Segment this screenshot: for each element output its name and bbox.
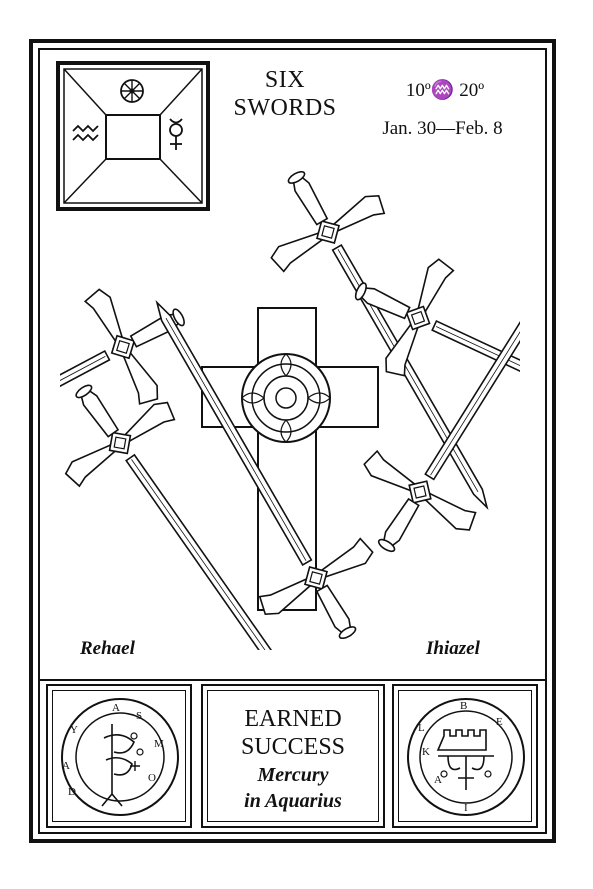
seal-right-letter-5: K bbox=[422, 746, 430, 758]
seal-left-letter-4: O bbox=[148, 772, 156, 784]
zodiac-degrees: 10º♒ 20º bbox=[405, 80, 485, 101]
seal-right-letter-4: I bbox=[464, 802, 468, 814]
date-range: Jan. 30—Feb. 8 bbox=[382, 118, 503, 139]
six-swords-illustration bbox=[60, 150, 520, 650]
seal-right-letter-2: E bbox=[496, 716, 503, 728]
card-title: SIX SWORDS bbox=[210, 66, 360, 122]
astrological-emblem bbox=[56, 61, 210, 211]
keyword-line2: SUCCESS bbox=[240, 734, 346, 760]
sword-3 bbox=[60, 260, 213, 552]
rose bbox=[241, 353, 331, 443]
seal-left-letter-6: A bbox=[62, 760, 70, 772]
seal-right-letter-3: L bbox=[418, 722, 425, 734]
seal-left-letter-7: Y bbox=[70, 724, 78, 736]
seal-box-right: B E L I K A bbox=[392, 684, 538, 828]
seal-right-letter-6: A bbox=[434, 774, 442, 786]
mercury-icon bbox=[169, 118, 183, 150]
angel-name-left: Rehael bbox=[80, 638, 135, 659]
card-title-line2: SWORDS bbox=[233, 95, 337, 121]
aquarius-icon bbox=[72, 124, 99, 142]
keyword-line3: Mercury bbox=[257, 764, 329, 786]
seal-right-letter-1: B bbox=[460, 700, 468, 712]
card-title-line1: SIX bbox=[264, 67, 306, 93]
keyword-text: EARNED SUCCESS Mercury in Aquarius bbox=[201, 0, 385, 889]
bottom-divider bbox=[38, 679, 547, 682]
seal-box-left: A S M O D A Y bbox=[46, 684, 192, 828]
seal-left-letter-3: M bbox=[154, 738, 164, 750]
keyword-box bbox=[201, 684, 385, 828]
seal-left-letter-2: S bbox=[136, 710, 143, 722]
demon-seal-right bbox=[407, 698, 525, 816]
angel-name-right: Ihiazel bbox=[426, 638, 480, 659]
demon-seal-left bbox=[61, 698, 179, 816]
keyword-line4: in Aquarius bbox=[244, 790, 342, 812]
seal-left-letter-1: A bbox=[112, 702, 120, 714]
keyword-line1: EARNED bbox=[244, 706, 342, 732]
card-outer-border bbox=[29, 39, 556, 843]
card-inner-border bbox=[38, 48, 547, 834]
wheel-of-fortune-icon bbox=[120, 79, 144, 103]
seal-left-letter-5: D bbox=[68, 786, 76, 798]
